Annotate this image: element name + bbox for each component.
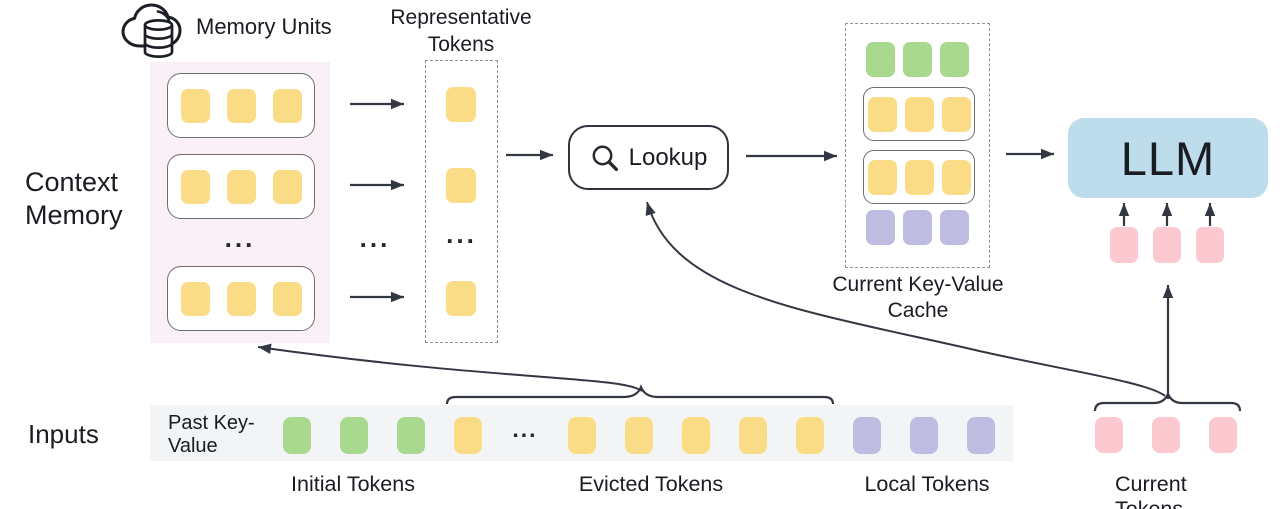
local-tokens-label: Local Tokens — [864, 472, 990, 496]
ellipsis: ... — [512, 416, 538, 442]
green-token — [866, 42, 895, 77]
purple-token — [903, 210, 932, 245]
green-token — [903, 42, 932, 77]
ellipsis: ... — [446, 219, 477, 249]
input-token-sequence: ... — [283, 417, 995, 454]
ckv-purple-row — [845, 210, 990, 245]
inputs-label: Inputs — [28, 419, 99, 449]
pink-token — [1095, 417, 1123, 453]
yellow-token — [867, 159, 897, 195]
yellow-token — [272, 281, 302, 316]
ckv-memory-row — [863, 150, 975, 204]
arrow-evicted-to-context-memory — [257, 343, 643, 392]
memory-cloud-database-icon — [121, 3, 182, 58]
purple-token — [866, 210, 895, 245]
yellow-token — [941, 96, 971, 132]
yellow-token — [904, 96, 934, 132]
past-key-value-label: Past Key-Value — [168, 412, 255, 457]
representative-tokens-label: Representative Tokens — [390, 6, 532, 57]
yellow-token — [941, 159, 971, 195]
yellow-token — [904, 159, 934, 195]
purple-token — [910, 417, 938, 454]
pink-token — [1152, 417, 1180, 453]
green-token — [283, 417, 311, 454]
pink-token — [1209, 417, 1237, 453]
lookup-label: Lookup — [628, 143, 708, 171]
yellow-token — [796, 417, 824, 454]
purple-token — [853, 417, 881, 454]
yellow-token — [568, 417, 596, 454]
yellow-token — [446, 281, 476, 316]
yellow-token — [180, 169, 210, 204]
representative-tokens-box: ... — [425, 60, 498, 343]
evicted-tokens-label: Evicted Tokens — [578, 472, 724, 496]
initial-tokens-label: Initial Tokens — [291, 472, 415, 496]
current-token-group — [1095, 417, 1237, 453]
ckv-green-row — [845, 42, 990, 77]
llm-label: LLM — [1120, 131, 1216, 185]
memory-units-label: Memory Units — [196, 14, 332, 39]
yellow-token — [272, 169, 302, 204]
green-token — [397, 417, 425, 454]
yellow-token — [867, 96, 897, 132]
llm-input-token-group — [1110, 227, 1224, 263]
green-token — [940, 42, 969, 77]
llm-box: LLM — [1068, 118, 1268, 198]
memory-unit-row — [167, 73, 315, 138]
pink-token — [1196, 227, 1224, 263]
ckv-memory-row — [863, 87, 975, 141]
yellow-token — [226, 169, 256, 204]
ellipsis: ... — [359, 223, 391, 253]
yellow-token — [226, 88, 256, 123]
yellow-token — [180, 281, 210, 316]
memory-unit-row — [167, 154, 315, 219]
current-kv-cache-label: Current Key-Value Cache — [832, 273, 1004, 323]
yellow-token — [739, 417, 767, 454]
context-memory-label: Context Memory — [25, 167, 123, 230]
green-token — [340, 417, 368, 454]
current-tokens-label: Current Tokens — [1115, 472, 1187, 509]
current-tokens-brace — [1093, 391, 1242, 412]
yellow-token — [682, 417, 710, 454]
yellow-token — [446, 87, 476, 122]
memory-unit-row — [167, 266, 315, 331]
lookup-button: Lookup — [568, 125, 729, 190]
evicted-tokens-brace — [445, 384, 835, 405]
yellow-token — [226, 281, 256, 316]
search-icon — [592, 145, 618, 171]
yellow-token — [454, 417, 482, 454]
ellipsis: ... — [224, 223, 256, 253]
yellow-token — [625, 417, 653, 454]
purple-token — [967, 417, 995, 454]
pink-token — [1110, 227, 1138, 263]
yellow-token — [446, 168, 476, 203]
yellow-token — [272, 88, 302, 123]
purple-token — [940, 210, 969, 245]
pink-token — [1153, 227, 1181, 263]
yellow-token — [180, 88, 210, 123]
